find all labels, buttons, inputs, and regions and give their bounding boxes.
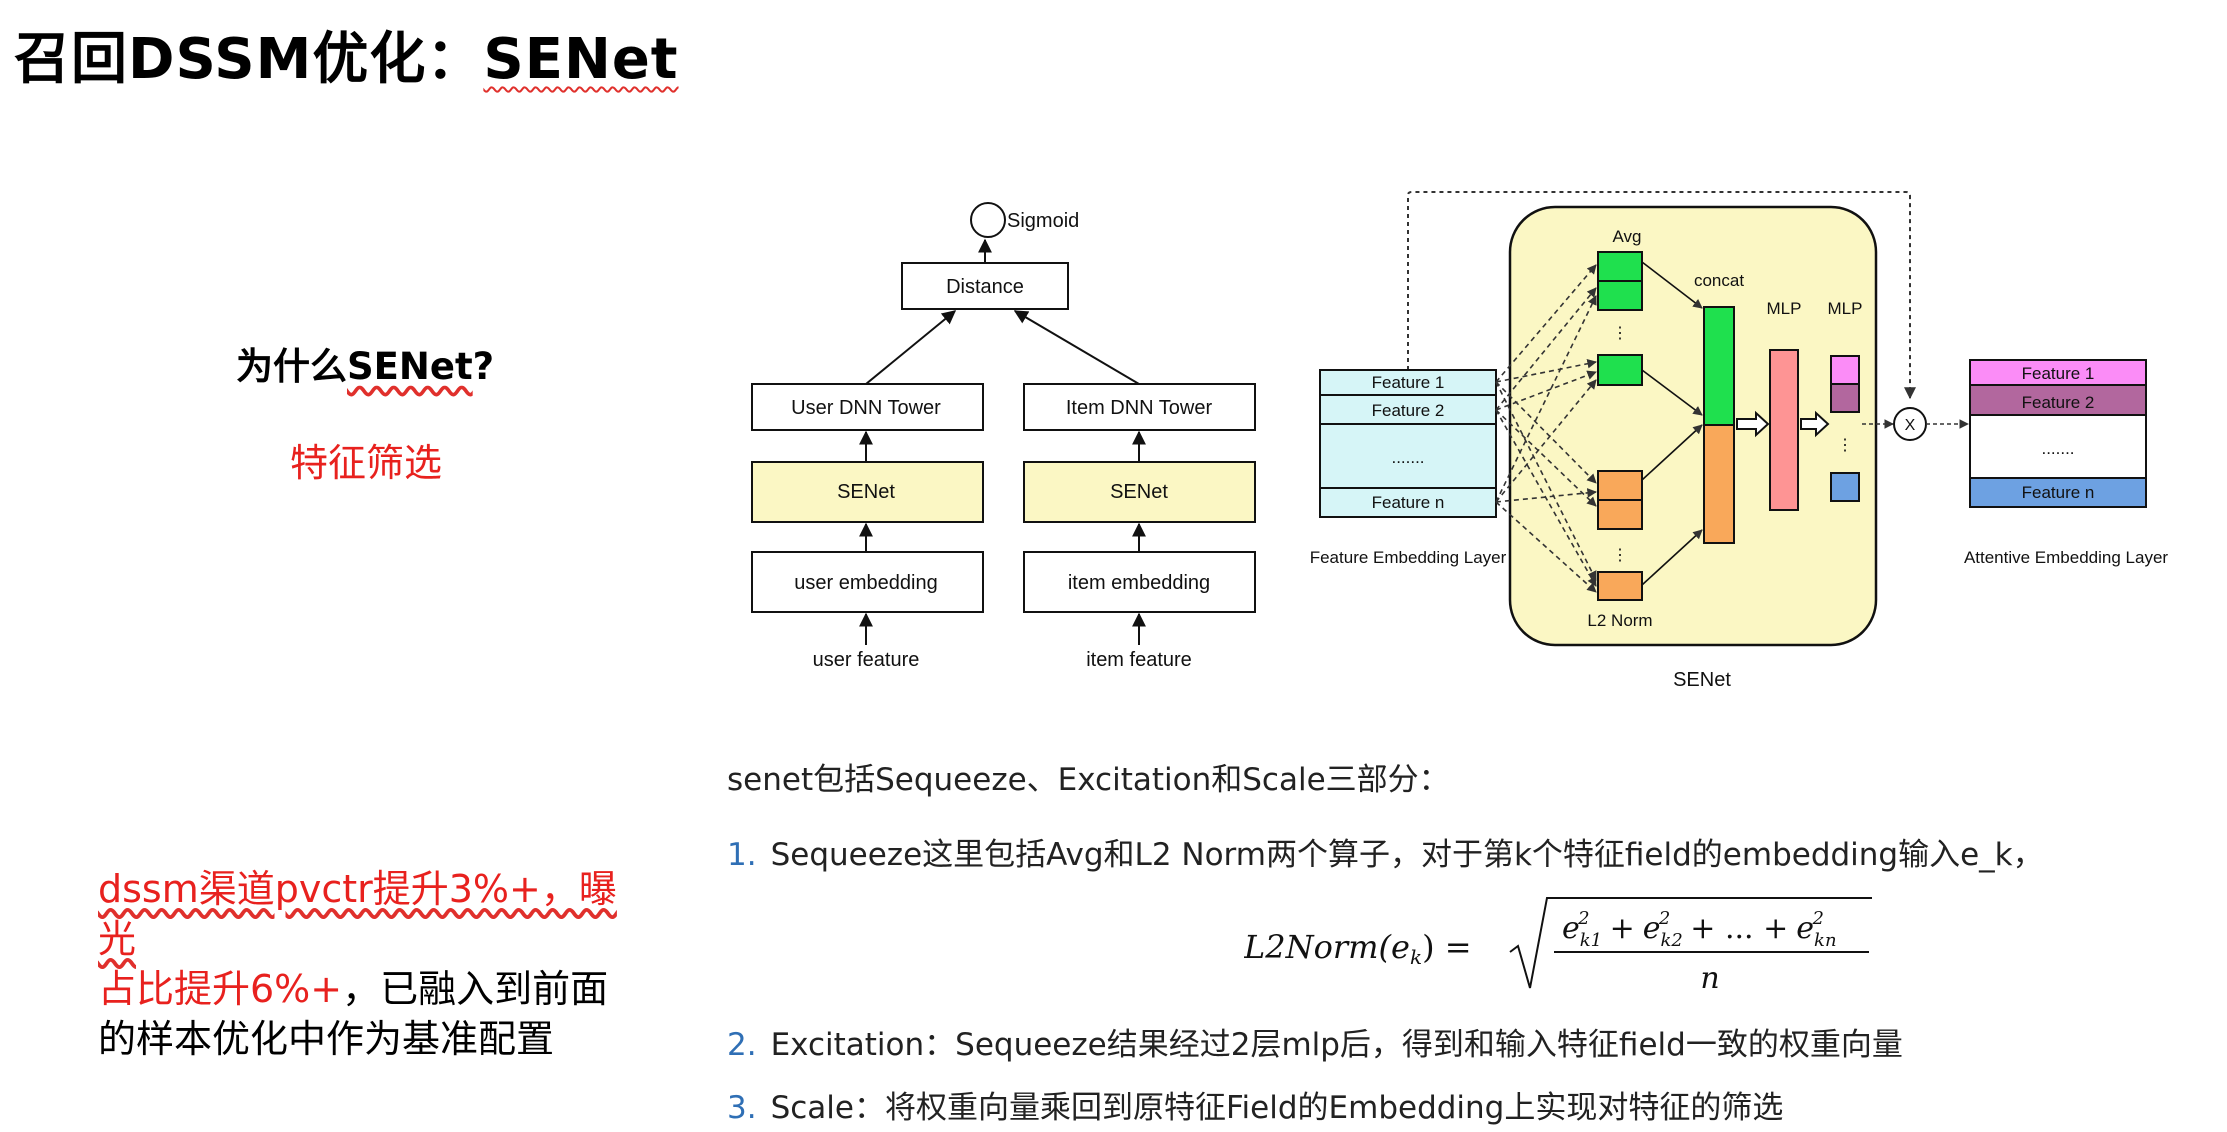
item-tower-box	[1023, 383, 1256, 431]
formula-lhs: L2Norm(e	[1244, 928, 1410, 966]
formula-plus1: +	[1610, 911, 1635, 946]
distance-label: Distance	[946, 276, 1024, 298]
item-embedding-label: item embedding	[1068, 572, 1210, 594]
formula-t2-sub: k2	[1660, 930, 1682, 951]
formula-t1-sub: k1	[1580, 930, 1602, 951]
concat-orange	[1703, 424, 1735, 544]
dssm-diagram	[751, 202, 1256, 645]
avg-green-2	[1597, 354, 1643, 386]
step-1-num: 1.	[727, 837, 757, 873]
feature1-label: Feature 1	[1372, 373, 1445, 392]
why-senet-question: 为什么SENet?	[236, 336, 494, 390]
note-line2-black: ，已融入到前面	[342, 967, 609, 1011]
page-title-main: 召回DSSM优化：	[14, 27, 484, 92]
att-feature2-label: Feature 2	[2022, 393, 2095, 412]
answer-feature-selection: 特征筛选	[290, 441, 443, 485]
step-2-text: Excitation：Sequeeze结果经过2层mlp后，得到和输入特征fie…	[770, 1027, 1903, 1063]
mlp1-label: MLP	[1767, 299, 1802, 318]
note-line1: dssm渠道pvctr提升3%+，曝光	[98, 867, 617, 961]
formula-t2-sup: 2	[1658, 908, 1670, 929]
embedding-layer-label: Feature Embedding Layer	[1310, 548, 1507, 567]
senet-caption: SENet	[1673, 669, 1731, 691]
mlp2-label: MLP	[1828, 299, 1863, 318]
l2-orange-2	[1597, 571, 1643, 601]
concat-green	[1703, 306, 1735, 426]
step-2: 2. Excitation：Sequeeze结果经过2层mlp后，得到和输入特征f…	[727, 1019, 1903, 1064]
feature-dots: .......	[1391, 448, 1424, 467]
formula-t3-sub: kn	[1814, 930, 1837, 951]
formula-t3: e	[1796, 911, 1814, 946]
user-embedding-box	[751, 551, 984, 613]
item-tower-label: Item DNN Tower	[1066, 397, 1213, 419]
featuren-label: Feature n	[1372, 493, 1445, 512]
question-mark: ?	[472, 345, 495, 388]
item-senet-label: SENet	[1110, 481, 1168, 503]
mlp1-block	[1769, 349, 1799, 511]
svg-text:⋮: ⋮	[1612, 547, 1628, 564]
senet-diagram: ⋮ ⋮ ⋮	[1319, 191, 2147, 647]
att-feature1-label: Feature 1	[2022, 364, 2095, 383]
user-senet-box	[751, 461, 984, 523]
note-line2-red: 占比提升6%+	[98, 967, 343, 1011]
step-1: 1. Sequeeze这里包括Avg和L2 Norm两个算子，对于第k个特征fie…	[727, 829, 2044, 874]
svg-text:L2Norm(ek) =: L2Norm(ek) =	[1244, 928, 1472, 969]
item-senet-box	[1023, 461, 1256, 523]
user-senet-label: SENet	[837, 481, 895, 503]
formula-denominator: n	[1700, 961, 1719, 996]
feature2-label: Feature 2	[1372, 401, 1445, 420]
formula-t2: e	[1643, 911, 1661, 946]
user-tower-box	[751, 383, 984, 431]
att-featuren-label: Feature n	[2022, 483, 2095, 502]
senet-labels: Feature 1 Feature 2 ....... Feature n Fe…	[1310, 227, 2169, 691]
svg-text:ek12+ek22+ ... +ekn2: ek12+ek22+ ... +ekn2	[1562, 908, 1837, 951]
step-1-text: Sequeeze这里包括Avg和L2 Norm两个算子，对于第k个特征field…	[770, 837, 2044, 873]
multiply-label: X	[1905, 417, 1916, 434]
concat-label: concat	[1694, 271, 1744, 290]
sigmoid-label: Sigmoid	[1007, 210, 1079, 232]
note-line3: 的样本优化中作为基准配置	[98, 1017, 555, 1061]
page-title-senet: SENet	[483, 27, 679, 92]
svg-text:⋮: ⋮	[1837, 437, 1853, 454]
senet-intro: senet包括Sequeeze、Excitation和Scale三部分：	[727, 762, 1450, 798]
l2norm-label: L2 Norm	[1587, 611, 1652, 630]
formula-t1-sup: 2	[1577, 908, 1589, 929]
question-prefix: 为什么	[236, 345, 347, 388]
step-3: 3. Scale：将权重向量乘回到原特征Field的Embedding上实现对特征…	[727, 1082, 1783, 1127]
question-senet: SENet	[347, 345, 473, 388]
formula-t1: e	[1562, 911, 1580, 946]
attentive-layer-label: Attentive Embedding Layer	[1964, 548, 2168, 567]
dssm-labels: Sigmoid Distance User DNN Tower Item DNN…	[791, 210, 1212, 671]
user-feature-label: user feature	[813, 649, 920, 671]
svg-text:⋮: ⋮	[1612, 325, 1628, 342]
formula-plus2: + ... +	[1690, 911, 1788, 946]
formula-lhs-sub: k	[1410, 945, 1422, 969]
sigmoid-node	[970, 202, 1006, 238]
avg-label: Avg	[1613, 227, 1642, 246]
mlp2-purple	[1830, 383, 1860, 413]
l2norm-formula: L2Norm(ek) = ek12+ek22+ ... +ekn2 n	[1244, 897, 1872, 996]
mlp2-magenta	[1830, 355, 1860, 385]
result-note: dssm渠道pvctr提升3%+，曝光 占比提升6%+，已融入到前面 的样本优化…	[98, 864, 638, 1064]
formula-t3-sup: 2	[1812, 908, 1824, 929]
step-2-num: 2.	[727, 1027, 757, 1063]
mlp2-blue	[1830, 472, 1860, 502]
distance-box	[901, 262, 1069, 310]
formula-lhs-close: ) =	[1422, 928, 1471, 966]
att-dots: .......	[2041, 439, 2074, 458]
user-embedding-label: user embedding	[794, 572, 937, 594]
page-title: 召回DSSM优化：SENet	[14, 14, 679, 95]
user-tower-label: User DNN Tower	[791, 397, 941, 419]
step-3-text: Scale：将权重向量乘回到原特征Field的Embedding上实现对特征的筛…	[770, 1090, 1784, 1126]
step-3-num: 3.	[727, 1090, 757, 1126]
item-feature-label: item feature	[1086, 649, 1192, 671]
item-embedding-box	[1023, 551, 1256, 613]
